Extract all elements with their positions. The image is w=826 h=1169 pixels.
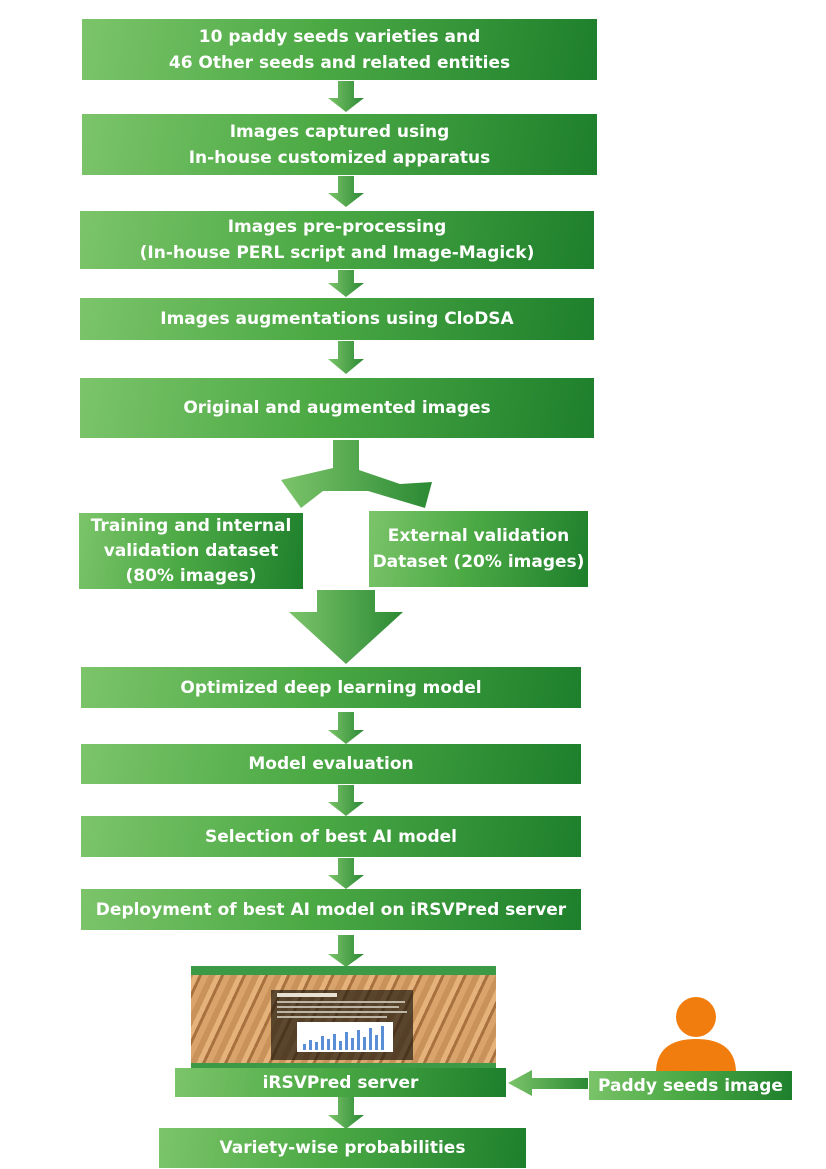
screenshot-chart-bars	[303, 1026, 384, 1050]
step-label: Model evaluation	[248, 754, 414, 774]
step-seed-varieties: 10 paddy seeds varieties and 46 Other see…	[82, 19, 597, 80]
arrow-merge	[289, 590, 403, 664]
step-optimized-model: Optimized deep learning model	[81, 667, 581, 708]
screenshot-text-line	[277, 1011, 407, 1013]
step-line: 46 Other seeds and related entities	[168, 52, 511, 73]
step-line: Original and augmented images	[183, 398, 491, 418]
screenshot-text-line	[277, 1016, 387, 1018]
output-label: Variety-wise probabilities	[219, 1138, 466, 1158]
arrow-down-5	[328, 712, 364, 744]
external-line: External validation	[387, 526, 570, 546]
step-deployment: Deployment of best AI model on iRSVPred …	[81, 889, 581, 930]
screenshot-footer	[191, 1063, 496, 1068]
step-pre-processing: Images pre-processing (In-house PERL scri…	[80, 211, 594, 269]
step-line: 10 paddy seeds varieties and	[198, 26, 481, 47]
step-label: Deployment of best AI model on iRSVPred …	[95, 899, 567, 920]
external-line: Dataset (20% images)	[372, 552, 585, 572]
web-page-screenshot	[191, 966, 496, 1068]
screenshot-nav-bar	[191, 966, 496, 975]
arrow-down-1	[328, 81, 364, 112]
arrow-split	[281, 440, 432, 508]
step-line: Images captured using	[229, 121, 450, 142]
step-best-model: Selection of best AI model	[81, 816, 581, 857]
arrow-down-2	[328, 176, 364, 207]
screenshot-text-line	[277, 1001, 405, 1003]
step-augmentation: Images augmentations using CloDSA	[80, 298, 594, 340]
step-line: (In-house PERL script and Image-Magick)	[139, 243, 535, 263]
paddy-image-label: Paddy seeds image	[598, 1075, 783, 1096]
training-dataset-box: Training and internal validation dataset (…	[79, 513, 303, 589]
arrow-down-9	[328, 1097, 364, 1129]
server-label-box: iRSVPred server	[175, 1068, 506, 1097]
training-line: Training and internal	[90, 515, 292, 536]
output-probabilities-box: Variety-wise probabilities	[159, 1128, 526, 1168]
person-icon	[656, 997, 736, 1073]
step-label: Optimized deep learning model	[180, 677, 482, 698]
step-original-augmented: Original and augmented images	[80, 378, 594, 438]
step-label: Selection of best AI model	[204, 826, 458, 847]
training-line: validation dataset	[103, 540, 279, 561]
arrow-left-input	[508, 1070, 588, 1096]
arrow-down-7	[328, 858, 364, 889]
screenshot-panel-title	[277, 993, 337, 997]
paddy-image-input-box: Paddy seeds image	[589, 1071, 792, 1100]
step-model-evaluation: Model evaluation	[81, 744, 581, 784]
screenshot-chart	[297, 1022, 393, 1052]
arrow-down-6	[328, 785, 364, 816]
step-line: Images pre-processing	[227, 217, 447, 237]
arrow-down-8	[328, 935, 364, 967]
server-label: iRSVPred server	[262, 1072, 419, 1093]
step-line: In-house customized apparatus	[188, 147, 491, 168]
training-line: (80% images)	[125, 565, 257, 586]
arrow-down-4	[328, 341, 364, 374]
arrow-down-3	[328, 270, 364, 297]
step-line: Images augmentations using CloDSA	[160, 309, 514, 329]
screenshot-text-line	[277, 1006, 399, 1008]
